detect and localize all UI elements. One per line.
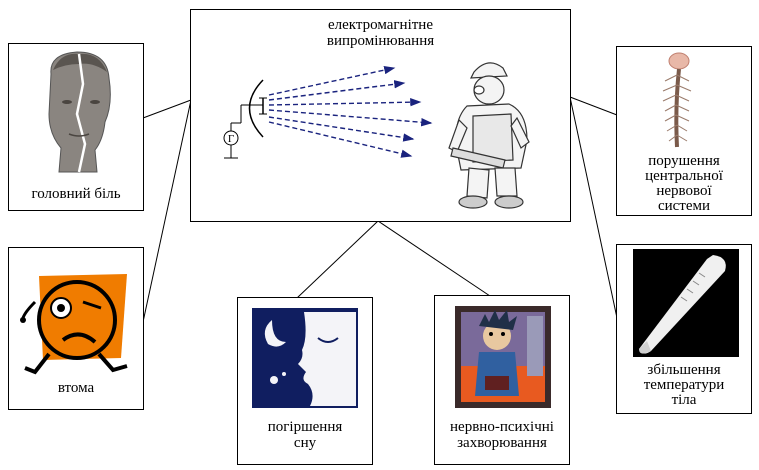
moon-sleeping-face-icon — [252, 308, 358, 408]
temp-label-line2: температури — [643, 377, 725, 393]
effect-sleep: погіршення сну — [237, 297, 373, 465]
temp-label-line1: збільшення — [647, 362, 721, 378]
cns-label-line4: системи — [657, 198, 711, 214]
neuro-label-line2: захворювання — [457, 435, 547, 451]
emr-source-box: електромагнітне випромінювання Г — [190, 9, 571, 222]
temp-label-line3: тіла — [671, 392, 697, 408]
effect-temperature: збільшення температури тіла — [616, 244, 752, 414]
effect-headache: головний біль — [8, 43, 144, 211]
cns-label-line1: порушення — [648, 153, 720, 169]
thermometer-icon — [633, 249, 739, 357]
neuro-label-line1: нервно-психічні — [450, 419, 554, 435]
connector-temp — [569, 96, 618, 319]
connector-headache — [142, 99, 192, 119]
antenna-icon: Г — [223, 79, 267, 159]
worker-figure-icon — [448, 62, 530, 209]
connector-neuro — [377, 220, 491, 297]
headache-label: головний біль — [31, 186, 121, 202]
generator-symbol: Г — [228, 133, 234, 145]
connector-fatigue — [142, 99, 192, 323]
effect-neuro: нервно-психічні захворювання — [434, 295, 570, 465]
fatigue-label: втома — [57, 380, 95, 396]
emr-title-line2: випромінювання — [326, 33, 435, 49]
sleep-label-line2: сну — [293, 435, 317, 451]
cns-label-line2: центральної — [645, 168, 723, 184]
stressed-person-icon — [455, 306, 551, 408]
emr-title-line1: електромагнітне — [328, 17, 433, 33]
split-head-statue-icon — [48, 51, 111, 173]
spine-nervous-system-icon — [662, 52, 692, 148]
effect-fatigue: втома — [8, 247, 144, 410]
connector-sleep — [296, 220, 379, 299]
effect-cns: порушення центральної нервової системи — [616, 46, 752, 216]
sleep-label-line1: погіршення — [267, 419, 343, 435]
cns-label-line3: нервової — [656, 183, 712, 199]
radiation-waves — [268, 65, 433, 158]
connector-cns — [569, 96, 618, 116]
tired-face-icon — [20, 274, 128, 375]
